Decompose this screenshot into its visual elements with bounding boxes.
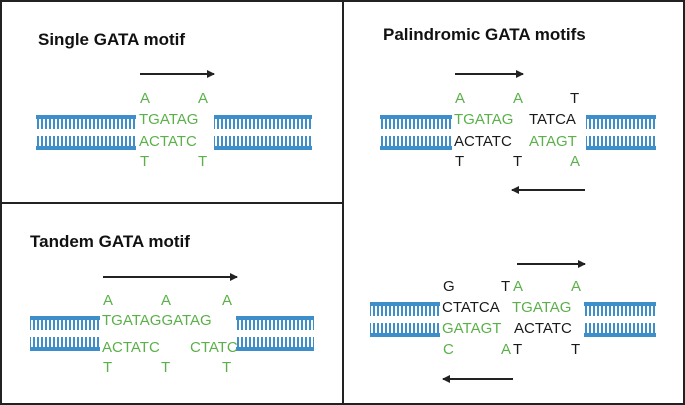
dna-left-segment — [370, 302, 440, 337]
flank-base: T — [455, 153, 464, 170]
bottom-strand-motif: ACTATC — [139, 133, 197, 150]
panel-tandem-gata: Tandem GATA motif A A A TGATAGGATAG ACTA… — [30, 232, 314, 376]
bottom-strand-motif: CTATC — [190, 339, 238, 356]
bottom-strand-spacer: ACTATC — [514, 320, 572, 337]
flank-base: A — [513, 90, 523, 107]
palindrome-lower: G T A A CTATCA TGATAG GATAGT ACTATC C A … — [370, 260, 656, 383]
panel-title: Tandem GATA motif — [30, 232, 190, 251]
flank-base: A — [140, 90, 150, 107]
top-strand-motif: TGATAG — [512, 299, 571, 316]
flank-base: A — [501, 341, 511, 358]
dna-right-segment — [584, 302, 656, 337]
flank-base: T — [222, 359, 231, 376]
dna-left-segment — [30, 316, 100, 351]
top-strand-spacer: TATCA — [529, 111, 576, 128]
flank-base: T — [571, 341, 580, 358]
flank-base: A — [513, 278, 523, 295]
flank-base: T — [140, 153, 149, 170]
flank-base: T — [513, 153, 522, 170]
flank-base: A — [571, 278, 581, 295]
flank-base: A — [103, 292, 113, 309]
flank-base: A — [570, 153, 580, 170]
flank-base: T — [103, 359, 112, 376]
bottom-strand-spacer: ACTATC — [454, 133, 512, 150]
flank-base: G — [443, 278, 455, 295]
panel-title: Single GATA motif — [38, 30, 185, 49]
top-strand-spacer: CTATCA — [442, 299, 500, 316]
panel-title: Palindromic GATA motifs — [383, 25, 586, 44]
top-strand-motif: TGATAG — [139, 111, 198, 128]
flank-base: A — [161, 292, 171, 309]
panel-palindromic-gata: Palindromic GATA motifs A A T TGATAG TAT… — [370, 25, 656, 383]
flank-base: A — [222, 292, 232, 309]
dna-right-segment — [236, 316, 314, 351]
flank-base: A — [198, 90, 208, 107]
dna-right-segment — [214, 115, 312, 150]
flank-base: A — [455, 90, 465, 107]
panel-single-gata: Single GATA motif A A TGATAG ACTATC T T — [36, 30, 312, 170]
bottom-strand-motif: GATAGT — [442, 320, 501, 337]
palindrome-upper: A A T TGATAG TATCA ACTATC ATAGT T T A — [380, 70, 656, 194]
top-strand-motif: TGATAGGATAG — [102, 312, 212, 329]
dna-left-segment — [380, 115, 452, 150]
dna-right-segment — [586, 115, 656, 150]
dna-left-segment — [36, 115, 136, 150]
flank-base: C — [443, 341, 454, 358]
flank-base: T — [570, 90, 579, 107]
flank-base: T — [198, 153, 207, 170]
bottom-strand-motif: ACTATC — [102, 339, 160, 356]
bottom-strand-motif: ATAGT — [529, 133, 577, 150]
top-strand-motif: TGATAG — [454, 111, 513, 128]
flank-base: T — [161, 359, 170, 376]
flank-base: T — [501, 278, 510, 295]
flank-base: T — [513, 341, 522, 358]
